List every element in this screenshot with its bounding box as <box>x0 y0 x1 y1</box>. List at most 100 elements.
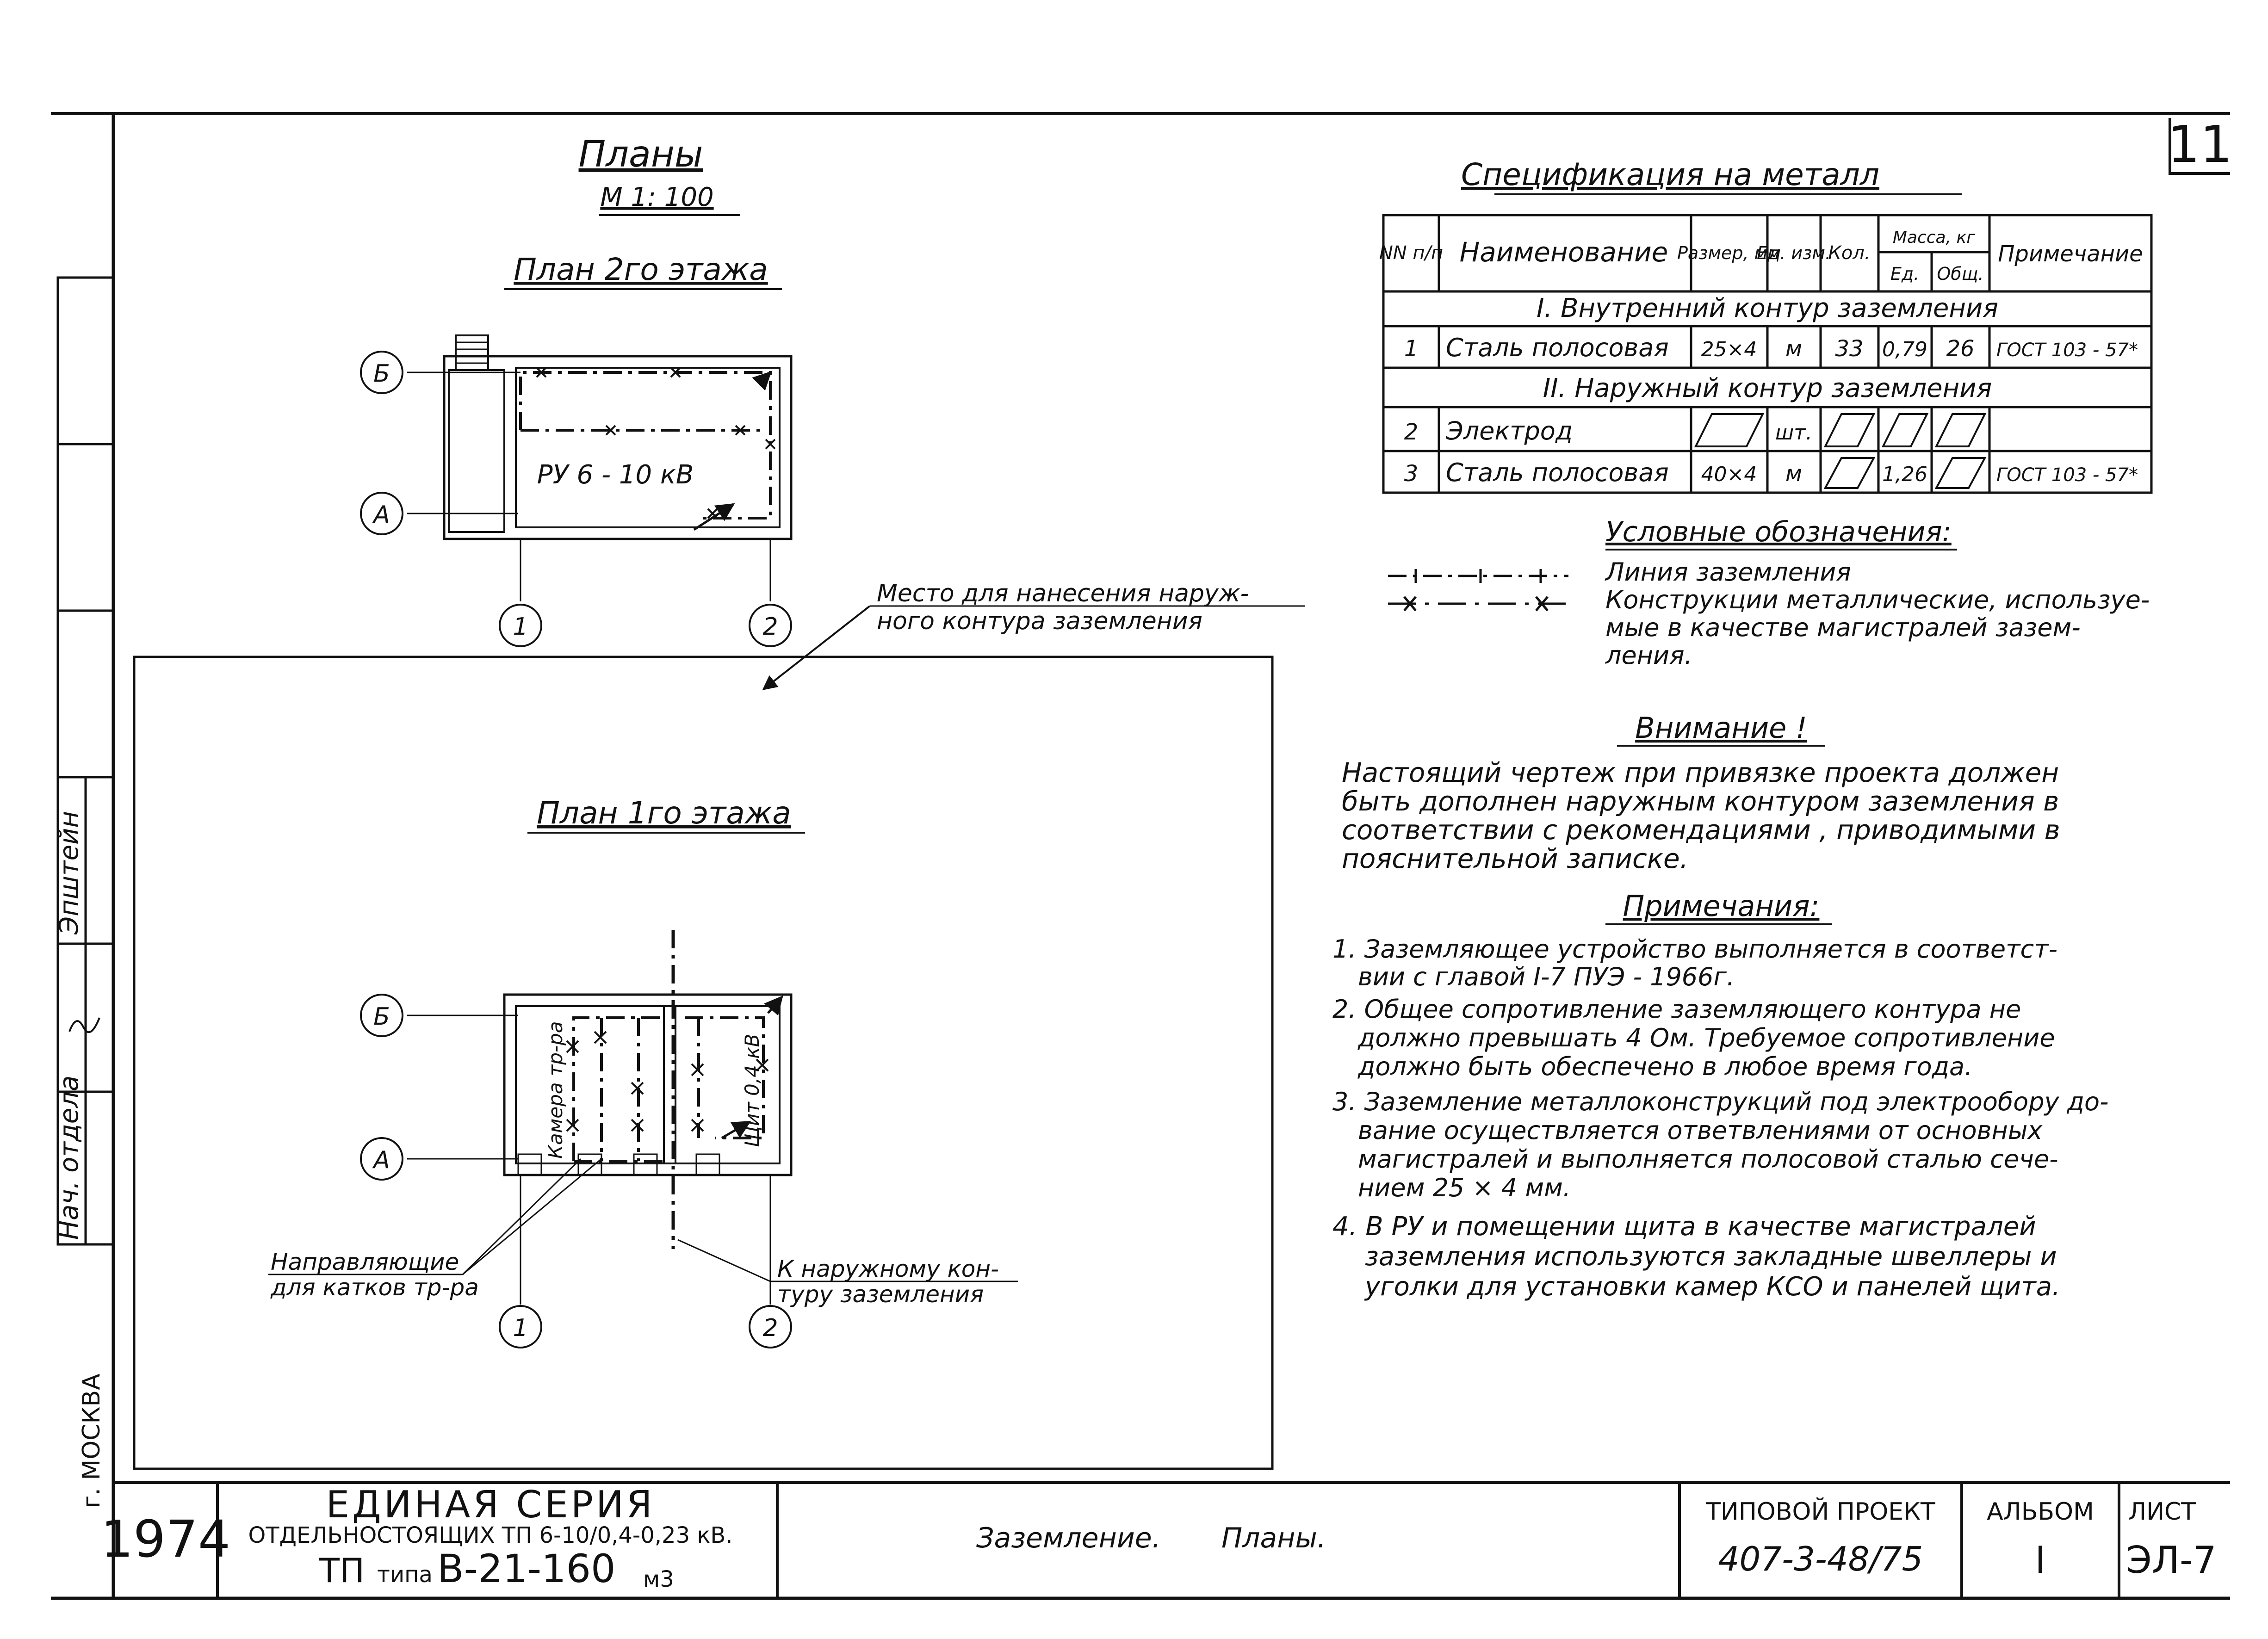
sheet-frame <box>51 112 2230 1600</box>
note-4-line-3: уголки для установки камер КСО и панелей… <box>1364 1272 2060 1302</box>
cell-size: 40×4 <box>1701 463 1757 486</box>
plans-scale: М 1: 100 <box>600 182 713 212</box>
floor2-plan <box>360 334 793 647</box>
spec-section-1: I. Внутренний контур заземления <box>1537 293 1998 323</box>
cell-num: 2 <box>1404 419 1419 445</box>
album-label: АЛЬБОМ <box>1987 1498 2094 1526</box>
floor1-plan <box>268 930 1018 1348</box>
legend-symbols <box>1388 569 1568 612</box>
spec-header-qty: Кол. <box>1828 242 1870 264</box>
cell-note: ГОСТ 103 - 57* <box>1996 340 2138 361</box>
series-line-3: ТП типа В-21-160 м3 <box>319 1546 674 1592</box>
cell-mass-total: 26 <box>1946 336 1974 362</box>
spec-header-mass: Масса, кг <box>1893 228 1976 247</box>
spec-header-name: Наименование <box>1460 236 1668 268</box>
cell-name: Сталь полосовая <box>1446 333 1669 362</box>
floor2-title: План 2го этажа <box>514 252 768 287</box>
spec-table-grid <box>1382 214 2153 494</box>
outer-contour-area <box>133 656 1274 1470</box>
floor2-axis-1: 1 <box>513 613 528 641</box>
floor1-axis-1: 1 <box>513 1314 528 1342</box>
notes-title: Примечания: <box>1623 889 1820 923</box>
rails-label-2: для катков тр-ра <box>270 1274 479 1301</box>
floor1-axis-2: 2 <box>762 1314 778 1342</box>
attention-line-1: Настоящий чертеж при привязке проекта до… <box>1342 757 2059 788</box>
floor2-axis-b: Б <box>373 360 390 388</box>
attention-line-3: соответствии с рекомендациями , приводим… <box>1342 814 2060 846</box>
to-outer-label-1: К наружному кон- <box>777 1256 999 1282</box>
spec-row-2: 2 Электрод шт. <box>1404 416 1812 445</box>
sheet-label: ЛИСТ <box>2128 1498 2196 1526</box>
cell-name: Сталь полосовая <box>1446 458 1669 487</box>
floor1-axis-b: Б <box>373 1003 390 1031</box>
spec-title: Спецификация на металл <box>1461 157 1879 192</box>
rails-label-1: Направляющие <box>271 1249 459 1275</box>
title-year: 1974 <box>101 1509 230 1569</box>
spec-header-unit: Ед. изм. <box>1757 243 1831 263</box>
series-code: В-21-160 <box>437 1546 615 1591</box>
signer-name: Эпштейн <box>54 811 84 935</box>
note-3-line-2: вание осуществляется ответвлениями от ос… <box>1358 1116 2043 1145</box>
outer-contour-callout-1: Место для нанесения наруж- <box>877 580 1249 607</box>
outer-contour-callout-2: ного контура заземления <box>877 607 1202 635</box>
note-1-line-1: 1. Заземляющее устройство выполняется в … <box>1332 934 2057 964</box>
note-1-line-2: вии с главой I-7 ПУЭ - 1966г. <box>1358 962 1735 991</box>
legend-item-1: Линия заземления <box>1605 557 1851 587</box>
cell-num: 1 <box>1404 336 1419 362</box>
note-2-line-2: должно превышать 4 Ом. Требуемое сопроти… <box>1357 1023 2055 1052</box>
spec-header-size: Размер, мм <box>1677 243 1781 263</box>
spec-header-mass-unit: Ед. <box>1890 264 1919 284</box>
city-label: г. МОСКВА <box>78 1373 105 1508</box>
side-stamp <box>56 276 115 1246</box>
spec-header-num: NN п/п <box>1379 242 1443 264</box>
legend-item-2-line2: мые в качестве магистралей зазем- <box>1605 613 2081 642</box>
note-4-line-2: заземления используются закладные швелле… <box>1365 1242 2057 1272</box>
cell-mass-unit: 1,26 <box>1882 463 1927 486</box>
cell-mass-unit: 0,79 <box>1882 338 1927 361</box>
spec-section-2: II. Наружный контур заземления <box>1543 373 1992 403</box>
note-4-line-1: 4. В РУ и помещении щита в качестве маги… <box>1332 1212 2036 1242</box>
floor1-panel-label: Щит 0,4 кВ <box>741 1034 763 1147</box>
cell-name: Электрод <box>1445 416 1573 445</box>
floor1-chamber-label: Камера тр-ра <box>544 1021 567 1159</box>
spec-row-3: 3 Сталь полосовая 40×4 м 1,26 ГОСТ 103 -… <box>1404 458 2138 487</box>
plans-title: Планы <box>579 134 703 175</box>
attention-title: Внимание ! <box>1635 711 1807 745</box>
series-line-2: ОТДЕЛЬНОСТОЯЩИХ ТП 6-10/0,4-0,23 кВ. <box>248 1522 732 1548</box>
dept-head-label: Нач. отдела <box>54 1076 84 1240</box>
floor2-room-label: РУ 6 - 10 кВ <box>537 460 694 490</box>
title-block-grid <box>113 1481 2230 1598</box>
drawing-name-a: Заземление. <box>976 1522 1161 1554</box>
cell-size: 25×4 <box>1701 338 1757 361</box>
legend-item-2-line1: Конструкции металлические, используе- <box>1605 585 2150 614</box>
series-tp: ТП <box>319 1551 365 1590</box>
series-type: типа <box>377 1562 433 1588</box>
cell-unit: м <box>1785 461 1802 487</box>
drawing-name-b: Планы. <box>1221 1522 1326 1554</box>
album-value: I <box>2035 1539 2046 1582</box>
cell-note: ГОСТ 103 - 57* <box>1996 464 2138 486</box>
series-suffix: м3 <box>643 1566 674 1592</box>
spec-header-note: Примечание <box>1998 241 2143 267</box>
cell-unit: шт. <box>1775 421 1812 445</box>
cell-unit: м <box>1785 336 1802 362</box>
series-line-1: ЕДИНАЯ СЕРИЯ <box>326 1483 655 1526</box>
floor1-title: План 1го этажа <box>537 795 791 831</box>
legend-item-2-line3: ления. <box>1605 641 1692 670</box>
spec-header-mass-total: Общ. <box>1937 264 1983 284</box>
project-label: ТИПОВОЙ ПРОЕКТ <box>1705 1497 1935 1526</box>
note-3-line-3: магистралей и выполняется полосовой стал… <box>1358 1144 2058 1174</box>
floor2-axis-2: 2 <box>762 613 778 641</box>
to-outer-label-2: туру заземления <box>777 1281 984 1308</box>
attention-line-2: быть дополнен наружным контуром заземлен… <box>1342 785 2059 817</box>
floor1-axis-a: А <box>372 1146 390 1174</box>
spec-row-1: 1 Сталь полосовая 25×4 м 33 0,79 26 ГОСТ… <box>1404 333 2138 362</box>
cell-qty: 33 <box>1835 336 1863 362</box>
sheet-number: 11 <box>2168 115 2232 174</box>
note-2-line-3: должно быть обеспечено в любое время год… <box>1357 1052 1972 1081</box>
project-value: 407-3-48/75 <box>1718 1540 1923 1578</box>
cell-num: 3 <box>1404 461 1419 487</box>
note-2-line-1: 2. Общее сопротивление заземляющего конт… <box>1332 995 2021 1024</box>
attention-line-4: пояснительной записке. <box>1342 843 1688 874</box>
